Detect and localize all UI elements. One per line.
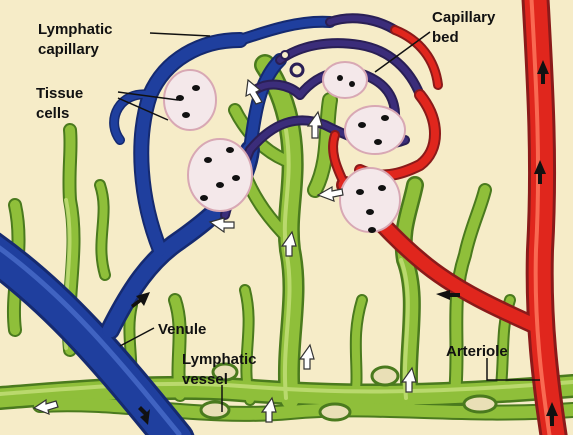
label-lymphatic-capillary-line2: capillary: [38, 41, 100, 58]
label-lymphatic-vessel-line1: Lymphatic: [182, 351, 256, 368]
label-lymphatic-capillary-line1: Lymphatic: [38, 21, 112, 38]
label-capillary-bed-line2: bed: [432, 29, 459, 46]
label-tissue-cells-line2: cells: [36, 105, 69, 122]
label-lymphatic-vessel-line2: vessel: [182, 371, 228, 388]
label-tissue-cells-line1: Tissue: [36, 85, 83, 102]
label-venule: Venule: [158, 321, 206, 338]
label-capillary-bed-line1: Capillary: [432, 9, 496, 26]
label-arteriole: Arteriole: [446, 343, 508, 360]
